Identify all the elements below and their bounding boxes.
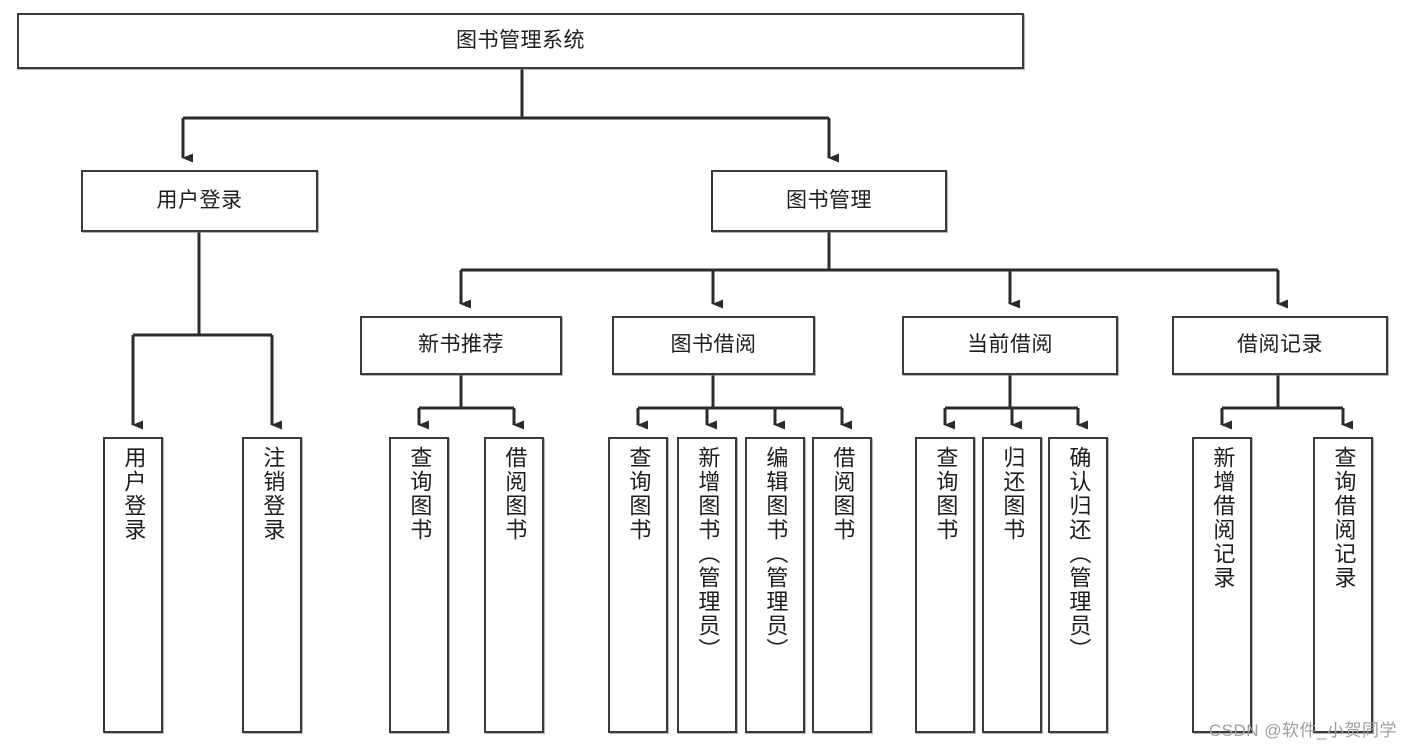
node-leaf-borrow-book-recommend-label: 借阅图书 xyxy=(502,446,528,542)
node-root-system[interactable]: 图书管理系统 xyxy=(17,13,1024,69)
node-root-system-label: 图书管理系统 xyxy=(456,28,585,52)
node-leaf-logout[interactable]: 注销登录 xyxy=(242,437,302,733)
node-borrow-record[interactable]: 借阅记录 xyxy=(1172,316,1388,375)
node-leaf-user-login[interactable]: 用户登录 xyxy=(103,437,163,733)
node-leaf-confirm-return-admin-label: 确认归还（管理员） xyxy=(1066,446,1092,662)
node-leaf-edit-book-admin-label: 编辑图书（管理员） xyxy=(763,446,789,662)
node-book-borrow-label: 图书借阅 xyxy=(670,333,757,357)
node-user-login[interactable]: 用户登录 xyxy=(81,170,318,232)
node-leaf-query-book-recommend[interactable]: 查询图书 xyxy=(389,437,449,733)
node-leaf-borrow-book-recommend[interactable]: 借阅图书 xyxy=(484,437,544,733)
node-leaf-return-book[interactable]: 归还图书 xyxy=(982,437,1042,733)
node-leaf-query-book-recommend-label: 查询图书 xyxy=(407,446,433,542)
node-leaf-logout-label: 注销登录 xyxy=(260,446,286,542)
node-leaf-confirm-return-admin[interactable]: 确认归还（管理员） xyxy=(1048,437,1108,733)
node-leaf-add-borrow-record[interactable]: 新增借阅记录 xyxy=(1192,437,1252,733)
node-leaf-borrow-book[interactable]: 借阅图书 xyxy=(812,437,872,733)
node-leaf-edit-book-admin[interactable]: 编辑图书（管理员） xyxy=(745,437,805,733)
node-borrow-record-label: 借阅记录 xyxy=(1237,333,1323,357)
node-leaf-query-book-current-label: 查询图书 xyxy=(933,446,959,542)
node-leaf-add-borrow-record-label: 新增借阅记录 xyxy=(1210,446,1236,590)
node-current-borrow[interactable]: 当前借阅 xyxy=(902,316,1118,375)
node-leaf-borrow-book-label: 借阅图书 xyxy=(830,446,856,542)
node-leaf-add-book-admin-label: 新增图书（管理员） xyxy=(695,446,721,662)
node-book-management-label: 图书管理 xyxy=(786,188,872,212)
node-new-book-recommend-label: 新书推荐 xyxy=(418,333,504,357)
node-leaf-query-book-current[interactable]: 查询图书 xyxy=(915,437,975,733)
node-leaf-query-book-borrow-label: 查询图书 xyxy=(626,446,652,542)
node-new-book-recommend[interactable]: 新书推荐 xyxy=(360,316,562,375)
node-user-login-label: 用户登录 xyxy=(156,188,243,212)
node-leaf-query-borrow-record-label: 查询借阅记录 xyxy=(1331,446,1357,590)
watermark: CSDN @软件_小贺同学 xyxy=(1208,721,1397,740)
node-current-borrow-label: 当前借阅 xyxy=(967,333,1053,357)
node-leaf-user-login-label: 用户登录 xyxy=(121,446,147,542)
node-book-management[interactable]: 图书管理 xyxy=(711,170,947,232)
node-leaf-query-borrow-record[interactable]: 查询借阅记录 xyxy=(1313,437,1373,733)
node-book-borrow[interactable]: 图书借阅 xyxy=(612,316,815,375)
node-leaf-query-book-borrow[interactable]: 查询图书 xyxy=(608,437,668,733)
node-leaf-return-book-label: 归还图书 xyxy=(1000,446,1026,542)
node-leaf-add-book-admin[interactable]: 新增图书（管理员） xyxy=(677,437,737,733)
